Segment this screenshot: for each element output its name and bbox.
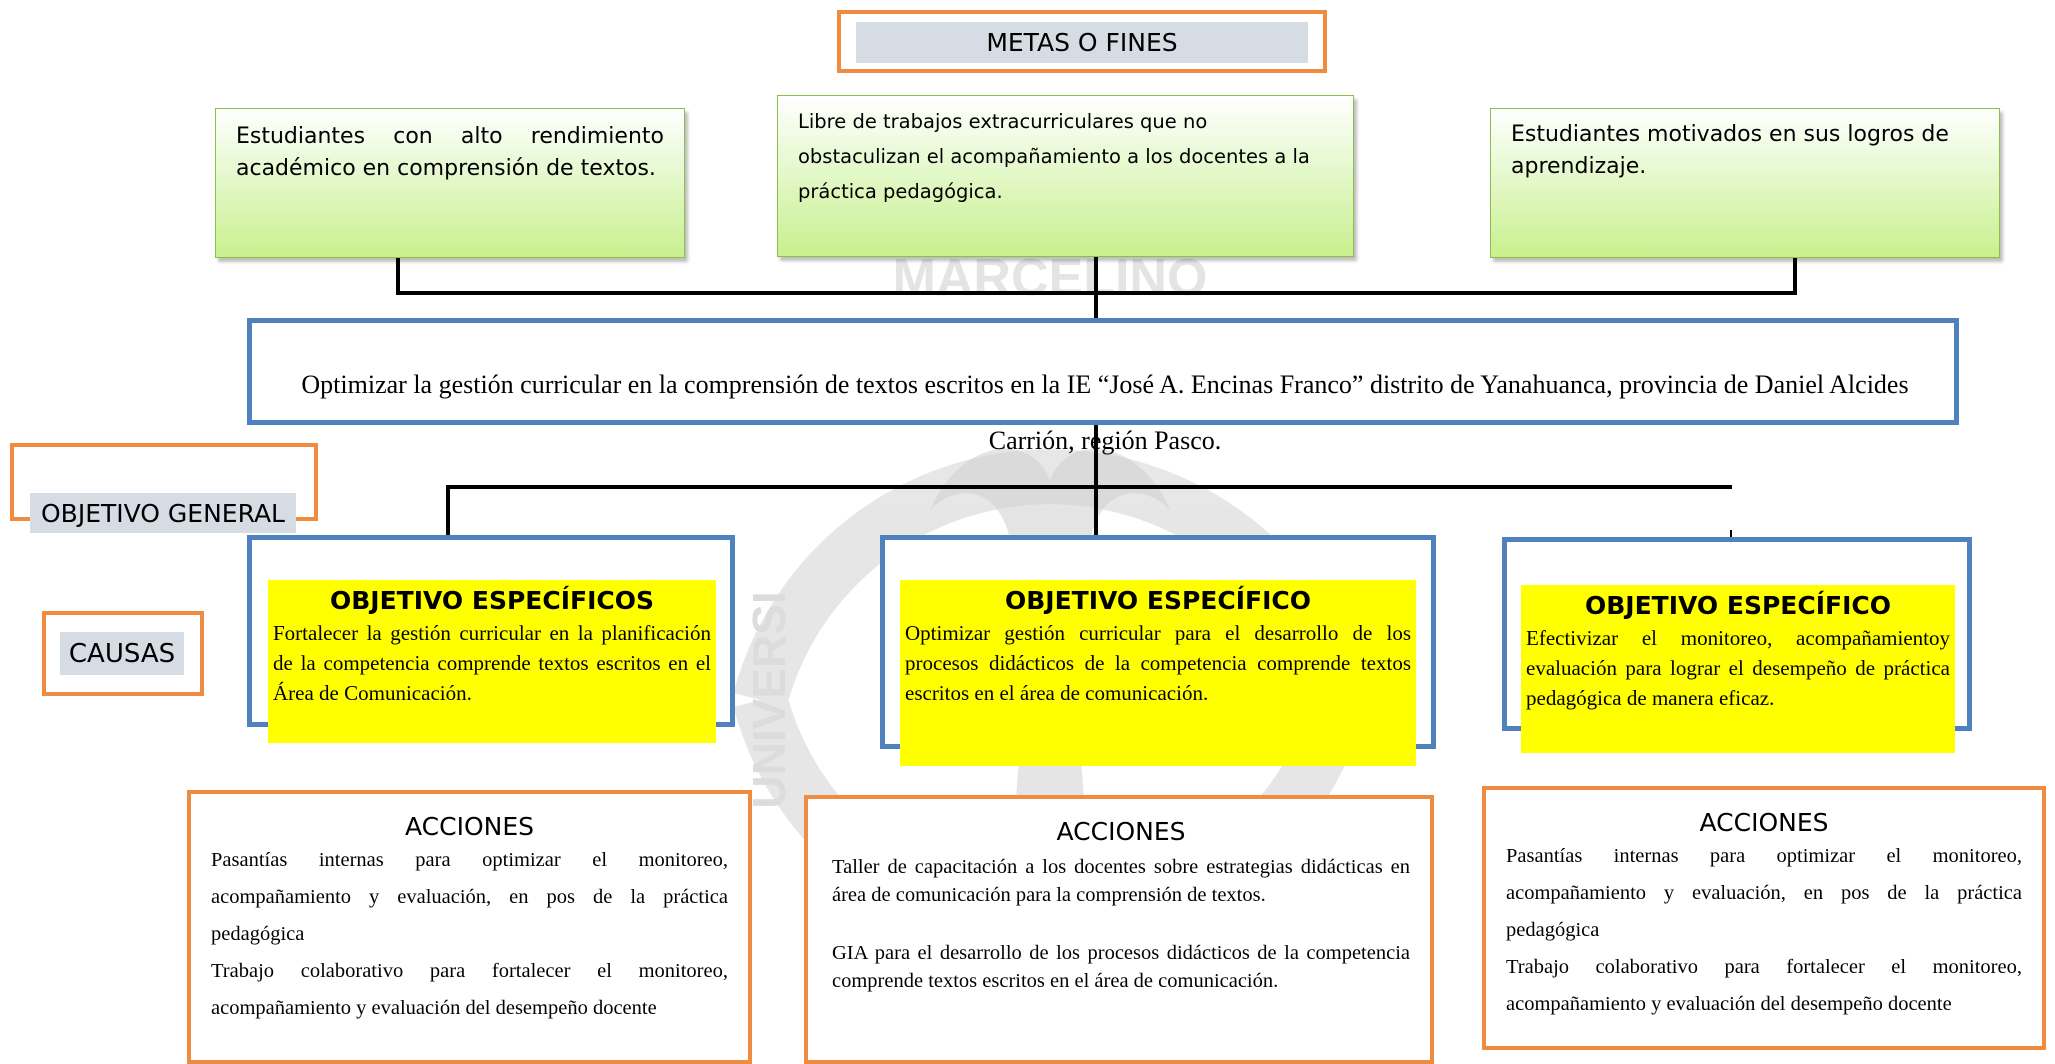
specific-objective-2-title: OBJETIVO ESPECÍFICO [1004,586,1312,615]
connector-general-down [1094,425,1098,537]
actions-box-3: ACCIONES Pasantías internas para optimiz… [1482,786,2046,1050]
specific-objective-1-title: OBJETIVO ESPECÍFICOS [329,586,655,615]
actions-2-item-1: Taller de capacitación a los docentes so… [832,856,1410,906]
actions-3-item-1: Pasantías internas para optimizar el mon… [1506,845,2022,941]
actions-2-item-2: GIA para el desarrollo de los procesos d… [832,942,1410,992]
connector-goals-horizontal [396,291,1797,295]
specific-objective-3: OBJETIVO ESPECÍFICO Efectivizar el monit… [1521,585,1955,753]
specific-objective-3-title: OBJETIVO ESPECÍFICO [1584,591,1892,620]
connector-specific-1-down [446,485,450,537]
specific-objective-1: OBJETIVO ESPECÍFICOS Fortalecer la gesti… [268,580,716,743]
connector-goal-1-down [396,258,400,293]
metas-label: METAS O FINES [856,22,1308,63]
actions-3-title: ACCIONES [1699,808,1829,837]
causas-label: CAUSAS [60,632,184,675]
objetivo-general-label: OBJETIVO GENERAL [30,493,296,533]
watermark-text: MARCELINO [893,249,1208,307]
connector-goal-3-down [1793,258,1797,293]
goal-box-2: Libre de trabajos extracurriculares que … [777,95,1354,257]
general-objective-text: Optimizar la gestión curricular en la co… [301,370,1909,455]
connector-goal-2-down [1094,257,1098,318]
actions-1-item-2: Trabajo colaborativo para fortalecer el … [211,960,728,1019]
actions-1-title: ACCIONES [405,812,534,841]
actions-1-item-1: Pasantías internas para optimizar el mon… [211,849,728,945]
specific-objective-1-text: Fortalecer la gestión curricular en la p… [273,621,711,705]
specific-objective-3-text: Efectivizar el monitoreo, acompañamiento… [1526,626,1950,710]
goal-box-1: Estudiantes con alto rendimiento académi… [215,108,685,258]
watermark-side-left: UNIVERSI [743,591,795,808]
general-objective-box [247,318,1959,425]
goal-box-3: Estudiantes motivados en sus logros de a… [1490,108,2000,258]
actions-2-title: ACCIONES [1056,817,1186,846]
actions-3-item-2: Trabajo colaborativo para fortalecer el … [1506,956,2022,1015]
actions-box-2: ACCIONES Taller de capacitación a los do… [804,795,1434,1064]
connector-specific-3-tick [1730,530,1732,538]
specific-objective-2: OBJETIVO ESPECÍFICO Optimizar gestión cu… [900,580,1416,766]
connector-specific-horizontal [446,485,1732,489]
actions-box-1: ACCIONES Pasantías internas para optimiz… [187,790,752,1064]
specific-objective-2-text: Optimizar gestión curricular para el des… [905,621,1411,705]
